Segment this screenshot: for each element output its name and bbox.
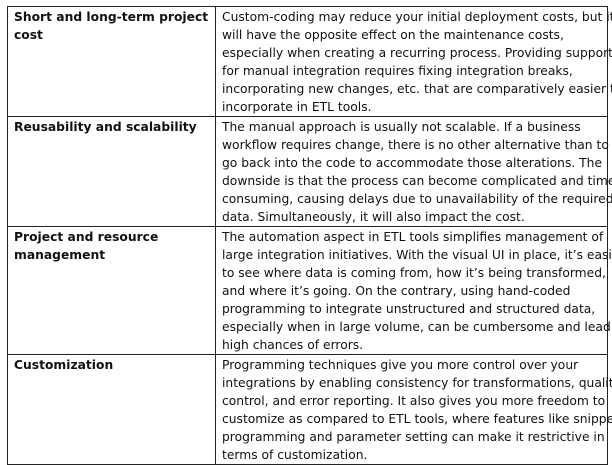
description-cell: The automation aspect in ETL tools simpl…: [215, 226, 612, 355]
description-line: Custom-coding may reduce your initial de…: [222, 10, 612, 24]
description-line: terms of customization.: [222, 448, 368, 462]
description-line: consuming, causing delays due to unavail…: [222, 192, 612, 206]
description-line: downside is that the process can become …: [222, 174, 612, 188]
description-line: The automation aspect in ETL tools simpl…: [222, 230, 604, 244]
description-line: large integration initiatives. With the …: [222, 248, 612, 262]
description-line: integrations by enabling consistency for…: [222, 376, 612, 390]
description-line: incorporate in ETL tools.: [222, 100, 372, 114]
aspect-cell: Reusability and scalability: [7, 116, 216, 227]
description-line: Programming techniques give you more con…: [222, 358, 579, 372]
table-body: Short and long-term project cost Custom-c…: [7, 6, 612, 465]
description-cell: Programming techniques give you more con…: [215, 354, 612, 465]
description-line: and where it’s going. On the contrary, u…: [222, 284, 571, 298]
description-cell: Custom-coding may reduce your initial de…: [215, 6, 612, 117]
description-line: go back into the code to accommodate tho…: [222, 156, 603, 170]
description-line: especially when creating a recurring pro…: [222, 46, 612, 60]
aspect-label: Project and resource management: [14, 230, 159, 262]
aspect-label: Short and long-term project cost: [14, 10, 209, 42]
comparison-table: Short and long-term project cost Custom-c…: [7, 6, 612, 465]
description-line: for manual integration requires fixing i…: [222, 64, 573, 78]
description-line: to see where data is coming from, how it…: [222, 266, 606, 280]
description-line: high chances of errors.: [222, 338, 364, 352]
table-row: Customization Programming techniques give…: [7, 354, 612, 465]
description-line: programming to integrate unstructured an…: [222, 302, 596, 316]
description-line: programming and parameter setting can ma…: [222, 430, 605, 444]
description-line: data. Simultaneously, it will also impac…: [222, 210, 525, 224]
aspect-label: Customization: [14, 358, 114, 372]
table-row: Reusability and scalability The manual ap…: [7, 116, 612, 227]
description-cell: The manual approach is usually not scala…: [215, 116, 612, 227]
description-line: will have the opposite effect on the mai…: [222, 28, 564, 42]
description-line: The manual approach is usually not scala…: [222, 120, 581, 134]
description-line: control, and error reporting. It also gi…: [222, 394, 606, 408]
table-row: Project and resource management The autom…: [7, 226, 612, 355]
description-line: workflow requires change, there is no ot…: [222, 138, 609, 152]
table-row: Short and long-term project cost Custom-c…: [7, 6, 612, 117]
aspect-cell: Short and long-term project cost: [7, 6, 216, 117]
aspect-cell: Project and resource management: [7, 226, 216, 355]
description-line: customize as compared to ETL tools, wher…: [222, 412, 612, 426]
aspect-cell: Customization: [7, 354, 216, 465]
aspect-label: Reusability and scalability: [14, 120, 197, 134]
description-line: incorporating new changes, etc. that are…: [222, 82, 612, 96]
description-line: especially when in large volume, can be …: [222, 320, 612, 334]
